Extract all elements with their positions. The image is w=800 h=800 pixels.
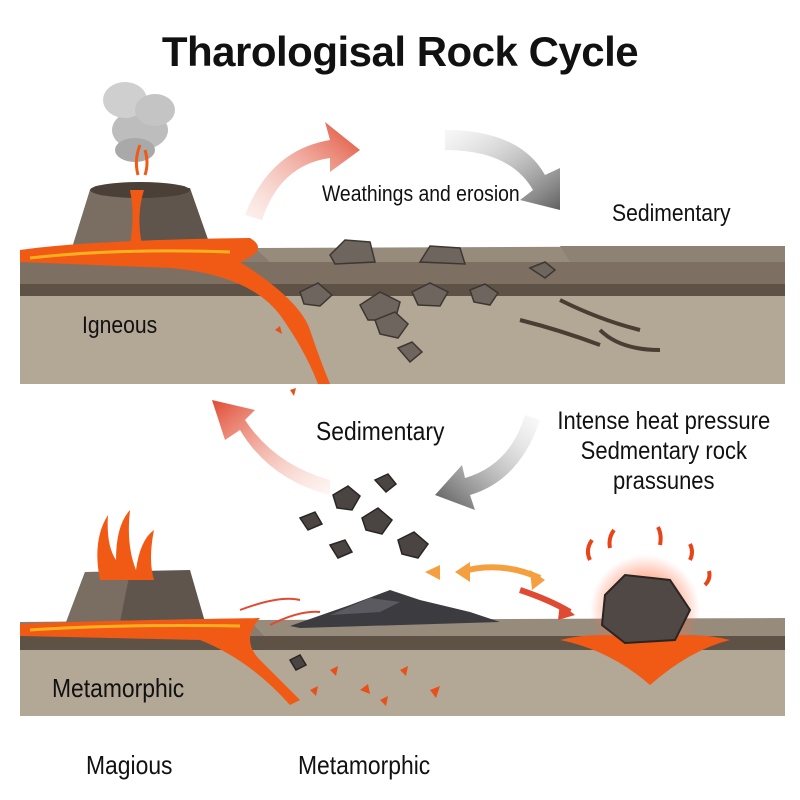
heat-exchange-arrow [459, 564, 542, 581]
arrow-to-metamorphic [435, 415, 540, 510]
metamorphic-ground-label: Metamorphic [52, 673, 185, 703]
magious-label: Magious [86, 750, 173, 780]
heat-pressure-line-2: Sedmentary rock [580, 437, 747, 465]
hot-rock-ball [560, 526, 730, 685]
falling-rocks [288, 473, 430, 671]
heat-pressure-line-3: prassunes [613, 467, 715, 495]
sedimentary-label-bottom: Sedimentary [316, 416, 445, 446]
metamorphic-label: Metamorphic [298, 750, 431, 780]
arrow-to-sedimentary [445, 130, 560, 210]
page-title: Tharologisal Rock Cycle [161, 28, 639, 75]
weathering-label-text: Weathings and erosion [322, 181, 520, 206]
heat-pressure-line-1: Intense heat pressure [557, 407, 771, 435]
weathering-label: Weathings and erosion [322, 180, 520, 208]
top-volcano [20, 82, 330, 384]
arrow-to-igneous [212, 400, 330, 495]
sedimentary-label-top: Sedimentary [612, 200, 731, 227]
igneous-label: Igneous [82, 312, 158, 339]
metamorphic-rock-pile [290, 590, 500, 628]
lava-fragments [275, 326, 440, 706]
bottom-volcano [20, 510, 300, 705]
heat-pressure-label: Intense heat pressure Sedmentary rock pr… [545, 406, 783, 496]
top-sediment-rocks [299, 239, 557, 364]
top-cracks [519, 298, 661, 352]
arrow-to-weathering [245, 122, 360, 220]
top-ground-cross-section [20, 245, 785, 384]
